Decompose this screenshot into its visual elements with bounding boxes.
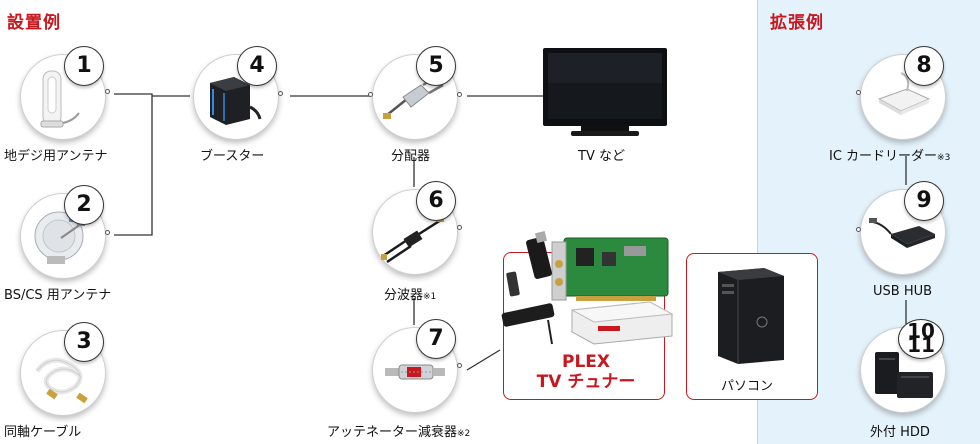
- node-terrestrial-antenna: 1: [20, 46, 110, 140]
- connector-dot: [457, 92, 462, 97]
- node-4-number: 4: [237, 46, 277, 86]
- usb-hub-icon: [869, 218, 935, 248]
- coax-cable-label: 同軸ケーブル: [4, 425, 82, 440]
- terrestrial-antenna-icon: [40, 70, 80, 128]
- connector-dot: [368, 92, 373, 97]
- connector-dot: [105, 230, 110, 235]
- node-10-11-number: 10 11: [898, 319, 944, 359]
- node-6-number: 6: [416, 181, 456, 221]
- plex-tuner-title: PLEX TV チュナー: [536, 352, 636, 392]
- connector-dot: [278, 91, 283, 96]
- tv-label: TV など: [578, 149, 625, 164]
- coax-cable-icon: [35, 357, 88, 404]
- splitter-icon: [383, 73, 444, 119]
- install-section-title: 設置例: [7, 13, 61, 33]
- connector-dot: [856, 90, 861, 95]
- attenuator-to-tuner-line: [466, 349, 501, 371]
- connector-dot: [856, 227, 861, 232]
- pc-tower-icon: [718, 268, 784, 364]
- terrestrial-antenna-circle: [20, 54, 106, 140]
- node-splitter: 5: [368, 46, 462, 140]
- antenna-merge-line: [114, 93, 153, 236]
- node-attenuator: 7: [372, 319, 462, 413]
- pc-label: パソコン: [721, 379, 774, 394]
- node-card-reader: 8: [856, 46, 946, 140]
- booster-icon: [210, 77, 262, 125]
- splitter-label: 分配器: [391, 149, 431, 164]
- node-diplexer: 6: [372, 181, 462, 275]
- external-hdd-label: 外付 HDD: [870, 425, 930, 440]
- external-hdd-icon: [875, 352, 933, 398]
- attenuator-icon: [385, 364, 445, 380]
- dish-antenna-icon: [34, 211, 85, 264]
- booster-label: ブースター: [200, 149, 265, 164]
- node-3-number: 3: [64, 322, 104, 362]
- tuner-products-icon: [501, 230, 674, 345]
- attenuator-label: アッテネーター減衰器※2: [327, 425, 471, 440]
- usb-hub-label: USB HUB: [873, 284, 933, 299]
- connector-dot: [457, 225, 462, 230]
- node-2-number: 2: [64, 185, 104, 225]
- node-5-number: 5: [416, 46, 456, 86]
- card-reader-icon: [877, 72, 931, 115]
- expand-section-title: 拡張例: [770, 13, 824, 33]
- node-external-hdd: 10 11: [860, 319, 946, 413]
- node-9-number: 9: [904, 181, 944, 221]
- card-reader-label: IC カードリーダー※3: [829, 149, 951, 164]
- bscs-antenna-label: BS/CS 用アンテナ: [4, 288, 112, 303]
- node-1-number: 1: [64, 46, 104, 86]
- node-booster: 4: [193, 46, 283, 140]
- terrestrial-antenna-label: 地デジ用アンテナ: [4, 149, 108, 164]
- diplexer-label: 分波器※1: [384, 288, 437, 303]
- tv-icon: [543, 48, 667, 136]
- node-usb-hub: 9: [856, 181, 946, 275]
- connector-dot: [105, 89, 110, 94]
- node-7-number: 7: [416, 319, 456, 359]
- node-coax-cable: 3: [20, 322, 106, 416]
- node-bscs-antenna: 2: [20, 185, 110, 279]
- node-8-number: 8: [904, 46, 944, 86]
- connector-dot: [457, 363, 462, 368]
